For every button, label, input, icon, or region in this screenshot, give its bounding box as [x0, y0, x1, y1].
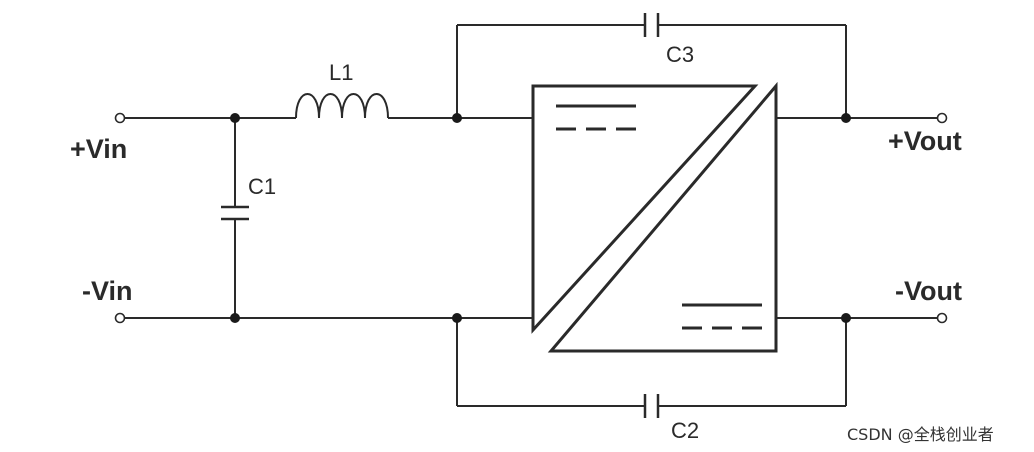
capacitor-c3 [456, 13, 847, 118]
label-c1: C1 [248, 174, 276, 199]
capacitor-c2 [456, 318, 847, 418]
label-vin-pos: +Vin [70, 134, 127, 164]
junction-dot [841, 313, 851, 323]
junction-dot [452, 313, 462, 323]
junction-dot [230, 313, 240, 323]
terminal-vin-pos [114, 112, 126, 124]
junction-dot [230, 113, 240, 123]
label-vin-neg: -Vin [82, 276, 133, 306]
label-l1: L1 [329, 60, 353, 85]
terminal-vin-neg [114, 312, 126, 324]
capacitor-c1 [221, 118, 249, 318]
label-c3: C3 [666, 42, 694, 67]
label-c2: C2 [671, 418, 699, 443]
junction-dot [452, 113, 462, 123]
watermark: CSDN @全栈创业者 [847, 425, 994, 444]
inductor-l1 [295, 93, 389, 119]
label-vout-neg: -Vout [895, 276, 962, 306]
terminal-vout-neg [936, 312, 948, 324]
junction-dot [841, 113, 851, 123]
terminal-vout-pos [936, 112, 948, 124]
label-vout-pos: +Vout [888, 126, 962, 156]
dc-dc-converter-block [531, 81, 778, 353]
